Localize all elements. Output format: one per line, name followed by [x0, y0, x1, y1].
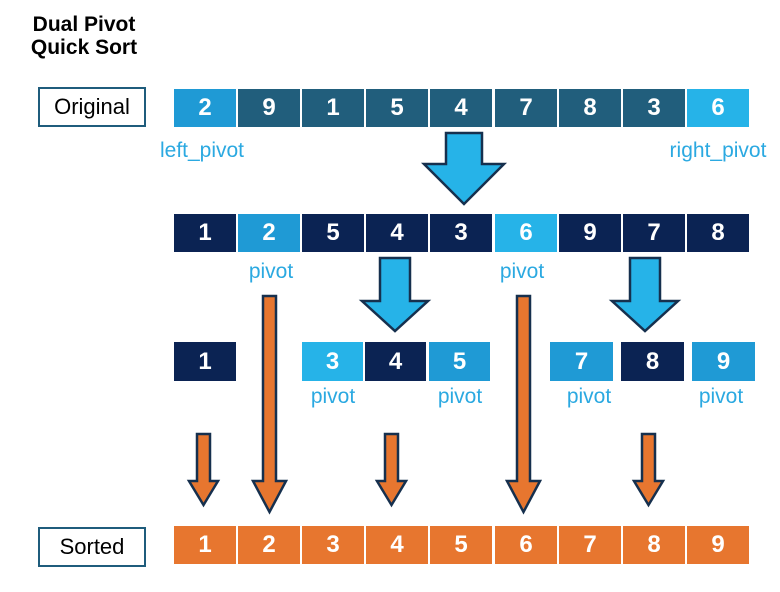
original-array-cell: 7 [495, 89, 557, 127]
pivot-below-7: pivot [566, 385, 612, 408]
partition-arrow-icon [420, 131, 508, 206]
right-subarray-cell: 9 [692, 342, 755, 381]
partitioned-array-cell: 6 [495, 214, 557, 252]
right-pivot-label: right_pivot [669, 139, 767, 162]
sorted-array-cell: 5 [430, 526, 492, 564]
pivot-below-5: pivot [437, 385, 483, 408]
original-array-cell: 2 [174, 89, 236, 127]
middle-subarray-cell: 4 [365, 342, 426, 381]
original-label-box: Original [38, 87, 146, 127]
page-title-line2: Quick Sort [30, 36, 138, 59]
sorted-array-cell: 2 [238, 526, 300, 564]
sorted-array-cell: 4 [366, 526, 428, 564]
original-label: Original [54, 94, 130, 119]
original-array-cell: 6 [687, 89, 749, 127]
partitioned-array-cell: 7 [623, 214, 685, 252]
subarray-1-drop-arrow-icon [186, 432, 220, 508]
original-array-cell: 3 [623, 89, 685, 127]
sorted-array-cell: 7 [559, 526, 621, 564]
pivot-below-3: pivot [310, 385, 356, 408]
partitioned-array-cell: 2 [238, 214, 300, 252]
left-subarray-cell: 1 [174, 342, 236, 381]
sorted-array-cell: 9 [687, 526, 749, 564]
sorted-array-cell: 8 [623, 526, 685, 564]
pivot-below-9: pivot [698, 385, 744, 408]
original-array-cell: 4 [430, 89, 492, 127]
subarray-4-drop-arrow-icon [374, 432, 408, 508]
sorted-array-cell: 1 [174, 526, 236, 564]
original-array-cell: 1 [302, 89, 364, 127]
middle-subarray-cell: 5 [429, 342, 490, 381]
split-arrow-left-icon [358, 256, 432, 333]
right-subarray-cell: 8 [621, 342, 684, 381]
middle-subarray-cell: 3 [302, 342, 363, 381]
partitioned-array-cell: 8 [687, 214, 749, 252]
subarray-8-drop-arrow-icon [631, 432, 665, 508]
pivot-below-2: pivot [248, 260, 294, 283]
page-title: Dual Pivot Quick Sort [8, 13, 160, 59]
original-array-cell: 8 [559, 89, 621, 127]
page-title-line1: Dual Pivot [32, 13, 136, 36]
sorted-label-box: Sorted [38, 527, 146, 567]
partitioned-array-cell: 4 [366, 214, 428, 252]
pivot-below-6: pivot [499, 260, 545, 283]
partitioned-array-cell: 1 [174, 214, 236, 252]
sorted-label: Sorted [59, 534, 125, 559]
split-arrow-right-icon [608, 256, 682, 333]
original-array-cell: 9 [238, 89, 300, 127]
left-pivot-label: left_pivot [159, 139, 245, 162]
partitioned-array-cell: 9 [559, 214, 621, 252]
partitioned-array-cell: 5 [302, 214, 364, 252]
partitioned-array-cell: 3 [430, 214, 492, 252]
right-subarray-cell: 7 [550, 342, 613, 381]
sorted-array-cell: 3 [302, 526, 364, 564]
pivot-2-drop-arrow-icon [250, 294, 288, 515]
original-array-cell: 5 [366, 89, 428, 127]
pivot-6-drop-arrow-icon [504, 294, 542, 515]
sorted-array-cell: 6 [495, 526, 557, 564]
